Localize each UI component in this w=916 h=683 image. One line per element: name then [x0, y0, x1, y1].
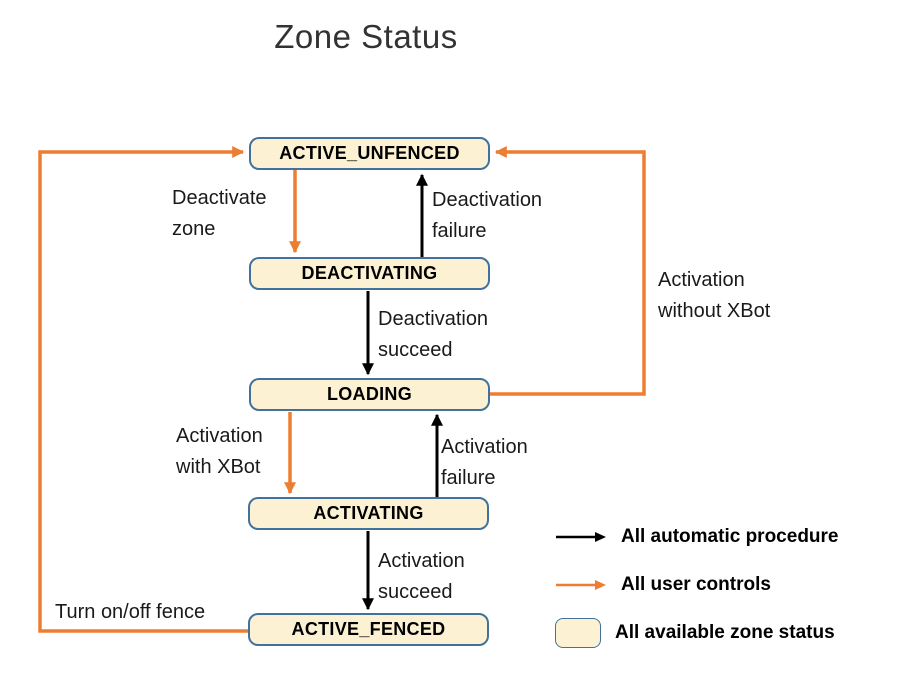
legend-zone-status-label: All available zone status: [615, 622, 835, 643]
state-activating-label: ACTIVATING: [313, 503, 424, 523]
label-activation-succeed: Activation succeed: [378, 550, 465, 603]
arrow-activation-without-xbot: [490, 146, 646, 396]
label-activation-failure: Activation failure: [441, 436, 528, 489]
state-deactivating-label: DEACTIVATING: [301, 263, 438, 283]
state-activating: ACTIVATING: [248, 497, 489, 530]
user-controls-arrow-icon: [556, 580, 606, 590]
state-loading: LOADING: [249, 378, 490, 411]
legend-automatic-label: All automatic procedure: [621, 526, 839, 547]
label-deactivate-zone: Deactivate zone: [172, 187, 267, 240]
state-active-fenced: ACTIVE_FENCED: [248, 613, 489, 646]
state-active-unfenced: ACTIVE_UNFENCED: [249, 137, 490, 170]
state-deactivating: DEACTIVATING: [249, 257, 490, 290]
state-active-unfenced-label: ACTIVE_UNFENCED: [279, 143, 460, 163]
arrow-turn-on-off-fence: [38, 146, 249, 633]
state-active-fenced-label: ACTIVE_FENCED: [291, 619, 446, 639]
zone-status-swatch-icon: [555, 618, 601, 648]
label-turn-on-off-fence: Turn on/off fence: [55, 601, 206, 623]
legend-item-zone-status: All available zone status: [555, 617, 835, 649]
page-title: Zone Status: [274, 18, 458, 55]
label-activation-with-xbot: Activation with XBot: [176, 425, 263, 478]
legend-item-automatic: All automatic procedure: [555, 524, 839, 550]
automatic-arrow-icon: [556, 532, 606, 542]
legend-item-user-controls: All user controls: [555, 572, 771, 598]
legend-user-controls-label: All user controls: [621, 574, 771, 595]
label-deactivation-failure: Deactivation failure: [432, 189, 543, 242]
state-loading-label: LOADING: [326, 384, 413, 404]
label-activation-without-xbot: Activation without XBot: [658, 269, 771, 322]
label-deactivation-succeed: Deactivation succeed: [378, 308, 489, 361]
